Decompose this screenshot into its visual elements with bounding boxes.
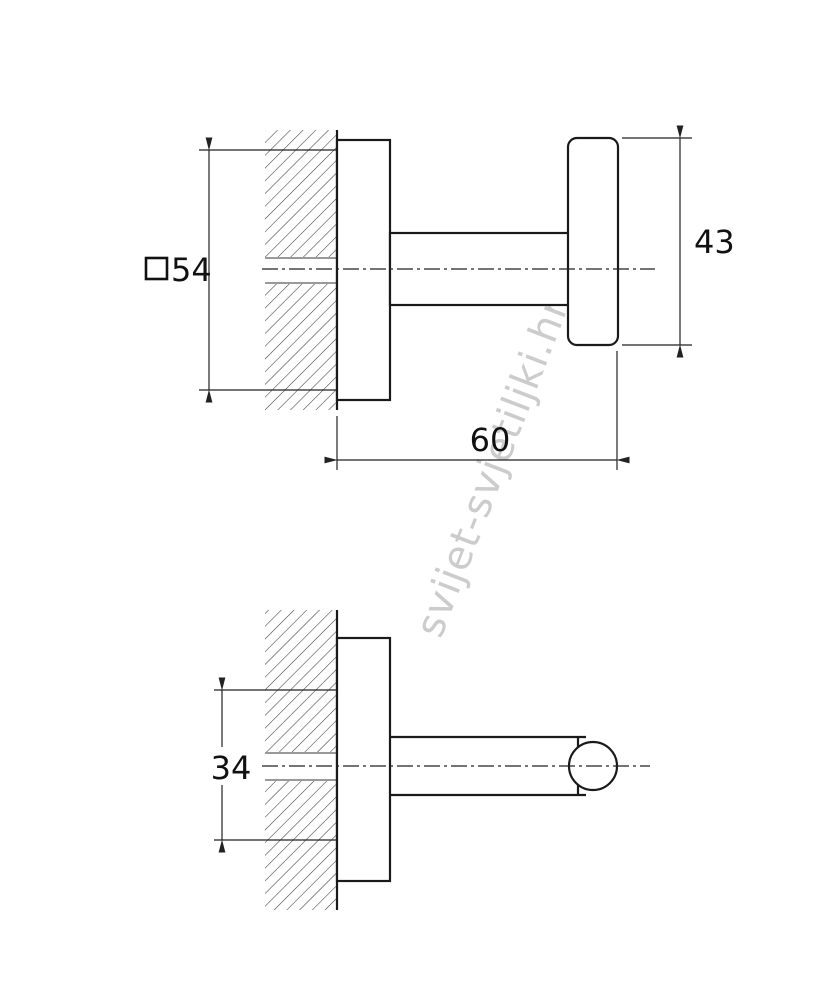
wall-hatch-lower	[265, 284, 337, 410]
dimension-60: 60	[324, 351, 630, 470]
mounting-plate	[335, 636, 392, 883]
dimension-label-plate: 54	[171, 251, 212, 289]
wall-hatch-upper	[265, 130, 337, 257]
wall-hatch-lower	[265, 781, 337, 910]
watermark-text: svijet-svjetiljki.hr	[407, 291, 579, 643]
dimension-54: 54	[144, 137, 336, 403]
dimension-label-projection: 60	[470, 421, 511, 459]
dimension-34: 34	[204, 677, 337, 853]
side-view: 54 43 60	[144, 125, 735, 470]
wall-hatch-upper	[265, 610, 337, 752]
dimension-43: 43	[622, 125, 735, 358]
mounting-plate	[335, 138, 392, 402]
dimension-label-height: 43	[694, 223, 735, 261]
plan-view: 34	[204, 610, 650, 910]
square-section-symbol-icon	[144, 256, 169, 281]
dimension-label-mask	[204, 747, 256, 785]
dimension-label-offset: 34	[211, 749, 252, 787]
hook-end-bar	[566, 136, 620, 347]
